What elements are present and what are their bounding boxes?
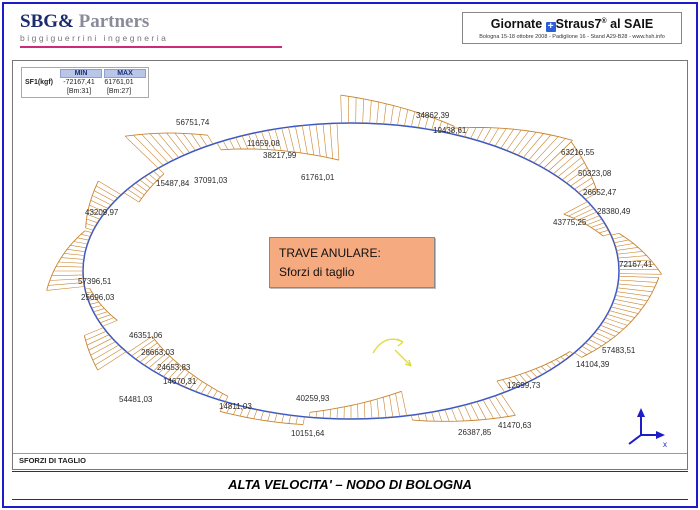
footer: ALTA VELOCITA' – NODO DI BOLOGNA xyxy=(12,471,688,500)
axis-triad-icon: x xyxy=(628,408,667,449)
legend-header-row: MIN MAX xyxy=(23,69,147,78)
brand-name-primary: SBG& xyxy=(20,11,74,32)
legend-ref-row: [Bm:31] [Bm:27] xyxy=(23,87,147,96)
legend: MIN MAX SF1(kgf) -72167,41 61761,01 [Bm:… xyxy=(21,67,149,98)
event-title: Giornate +Straus7® al SAIE xyxy=(468,17,676,32)
brand-name: SBG& Partners xyxy=(20,12,282,32)
brand-logo: SBG& Partners biggiguerrini ingegneria xyxy=(20,12,282,48)
legend-min-ref: [Bm:31] xyxy=(66,88,92,95)
annotation-line1: TRAVE ANULARE: xyxy=(279,246,381,260)
brand-subtitle: biggiguerrini ingegneria xyxy=(20,33,169,43)
brand-name-secondary: Partners xyxy=(73,11,150,32)
legend-value-row: SF1(kgf) -72167,41 61761,01 xyxy=(23,78,147,87)
straus7-plus-icon: + xyxy=(545,22,556,32)
footer-title: ALTA VELOCITA' – NODO DI BOLOGNA xyxy=(228,477,472,492)
legend-series-label: SF1(kgf) xyxy=(25,79,53,86)
legend-spacer xyxy=(23,69,59,78)
axis-x-label: x xyxy=(663,440,667,449)
brand-accent-line xyxy=(20,46,282,48)
legend-max-ref: [Bm:27] xyxy=(106,88,132,95)
shear-panels xyxy=(46,94,662,426)
caption-bar: SFORZI DI TAGLIO xyxy=(13,453,687,469)
legend-min-header: MIN xyxy=(60,69,102,78)
legend-max-header: MAX xyxy=(104,69,146,78)
plot-caption: SFORZI DI TAGLIO xyxy=(19,456,86,465)
registered-mark: ® xyxy=(601,17,607,25)
ucs-icon xyxy=(372,338,412,367)
annotation-line2: Sforzi di taglio xyxy=(279,264,355,279)
annotation-box: TRAVE ANULARE: Sforzi di taglio xyxy=(269,237,435,289)
legend-max-value: 61761,01 xyxy=(104,79,134,86)
event-title-pre: Giornate xyxy=(490,17,543,31)
legend-spacer xyxy=(23,87,59,96)
event-product-name: Straus7 xyxy=(555,17,602,31)
header: SBG& Partners biggiguerrini ingegneria G… xyxy=(4,4,696,58)
event-title-post: al SAIE xyxy=(610,17,654,31)
shear-diagram-svg: x xyxy=(46,94,667,449)
event-logo-box: Giornate +Straus7® al SAIE Bologna 15-18… xyxy=(462,12,682,44)
legend-min-value: -72167,41 xyxy=(63,79,95,86)
event-subtitle: Bologna 15-18 ottobre 2008 - Padiglione … xyxy=(479,34,665,40)
